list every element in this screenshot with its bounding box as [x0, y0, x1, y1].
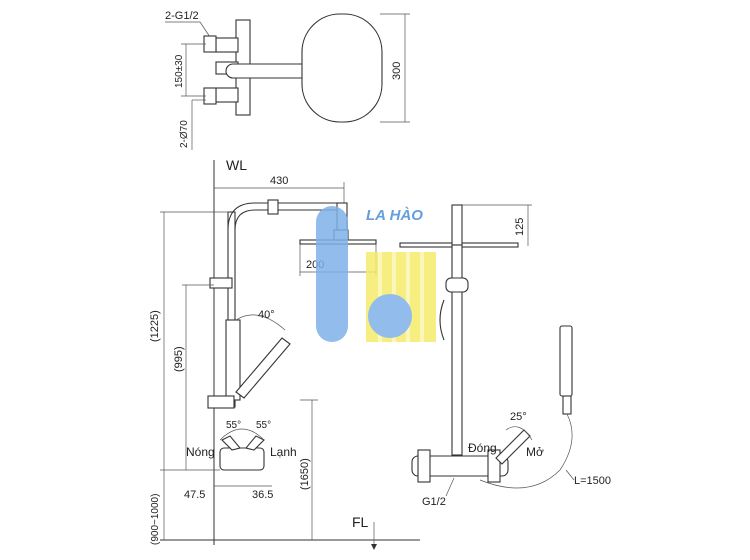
wall-label: WL	[226, 157, 247, 173]
top-view: 2-G1/2 150±30 2-Ø70 300	[165, 10, 410, 150]
angle-handshower-label: 40°	[258, 309, 275, 321]
head-depth-label: 125	[514, 218, 526, 236]
flange-label: 2-Ø70	[179, 120, 190, 148]
front-view: WL 430 200 40° (1225) (995)	[149, 157, 420, 550]
hot-label: Nóng	[186, 445, 215, 459]
offset-right-label: 36.5	[252, 489, 273, 501]
bar-height-label: (995)	[173, 346, 185, 372]
open-label: Mở	[526, 445, 544, 459]
hose-label: L=1500	[574, 475, 611, 487]
brand-logo-watermark: LA HÀO	[316, 206, 436, 342]
hand-shower-side	[559, 325, 573, 397]
side-view: 125 25° Đóng Mở G1/2 L=1500	[399, 204, 611, 508]
mixer-side	[411, 455, 509, 477]
watermark-text: LA HÀO	[366, 207, 423, 224]
side-angle-label: 25°	[510, 411, 527, 423]
head-height-label: 300	[391, 62, 403, 80]
spacing-label: 150±30	[174, 54, 185, 88]
install-range-label: (900~1000)	[150, 494, 161, 545]
handle-angle-right-label: 55°	[256, 420, 271, 431]
mixer-height-label: (1650)	[299, 458, 311, 490]
side-inlet-label: G1/2	[422, 496, 446, 508]
floor-label: FL	[352, 514, 369, 530]
side-riser	[451, 244, 463, 456]
hose	[479, 413, 573, 489]
total-height-label: (1225)	[149, 310, 161, 342]
hand-shower-front	[235, 337, 291, 399]
offset-left-label: 47.5	[184, 489, 205, 501]
arm-length-label: 430	[270, 175, 288, 187]
handle-angle-left-label: 55°	[226, 420, 241, 431]
close-label: Đóng	[468, 441, 497, 455]
mixer-front	[219, 447, 265, 471]
cold-label: Lạnh	[270, 445, 297, 459]
shower-head-top	[301, 13, 383, 123]
inlet-label: 2-G1/2	[165, 10, 199, 22]
